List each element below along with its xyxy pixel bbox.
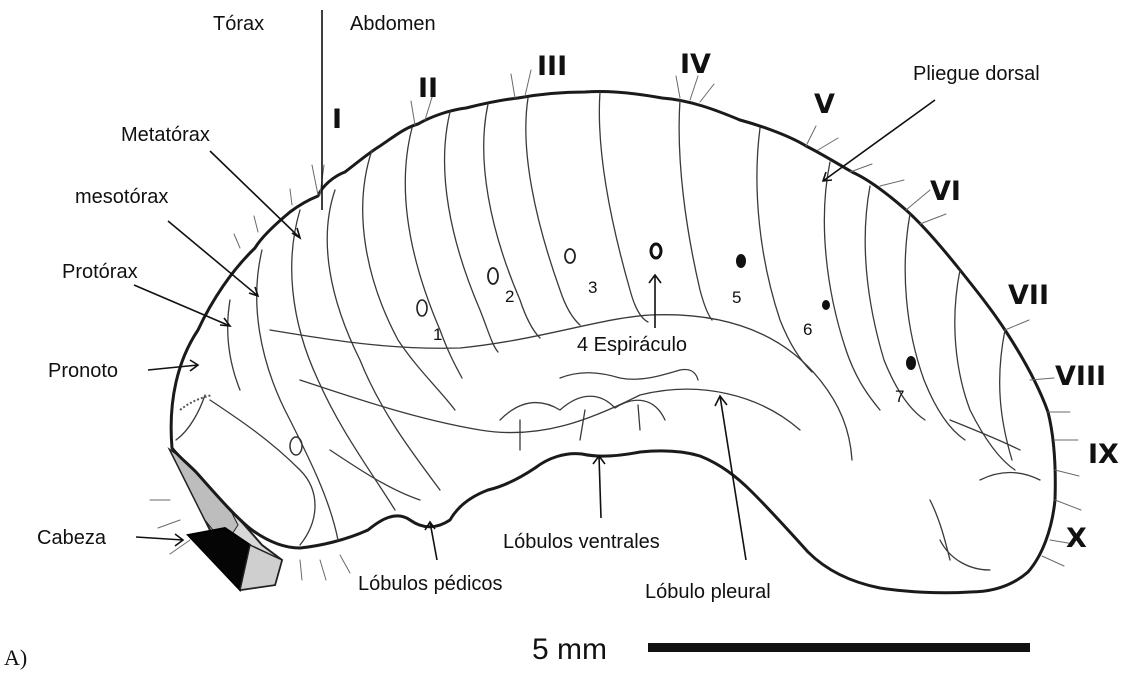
- segment-V: V: [814, 89, 835, 120]
- scale-bar: 5 mm: [532, 633, 1030, 666]
- label-lobulos-pedicos: Lóbulos pédicos: [358, 573, 503, 595]
- segment-VI: VI: [930, 176, 961, 207]
- spiracle-number-6: 6: [803, 320, 812, 339]
- segment-VIII: VIII: [1055, 361, 1106, 392]
- spiracle-number-1: 1: [433, 325, 442, 344]
- segment-II: II: [418, 73, 438, 104]
- segment-IX: IX: [1088, 439, 1119, 470]
- label-cabeza: Cabeza: [37, 527, 107, 549]
- spiracle-4: [651, 244, 661, 258]
- label-protorax: Protórax: [62, 261, 138, 283]
- spiracle-number-3: 3: [588, 278, 597, 297]
- label-torax: Tórax: [213, 13, 264, 35]
- spiracle-1: [417, 300, 427, 316]
- label-metatorax: Metatórax: [121, 124, 210, 146]
- spiracle-3: [565, 249, 575, 263]
- spiracle-7: [906, 356, 916, 370]
- label-lobulo-pleural: Lóbulo pleural: [645, 581, 771, 603]
- label-pliegue-dorsal: Pliegue dorsal: [913, 63, 1040, 85]
- label-lobulos-ventrales: Lóbulos ventrales: [503, 531, 660, 553]
- label-abdomen: Abdomen: [350, 13, 436, 35]
- spiracle-2: [488, 268, 498, 284]
- spiracle-number-7: 7: [895, 387, 904, 406]
- segment-III: III: [537, 51, 567, 82]
- label-mesotorax: mesotórax: [75, 186, 168, 208]
- scale-bar-label: 5 mm: [532, 633, 607, 666]
- segment-X: X: [1066, 523, 1087, 554]
- segment-VII: VII: [1008, 280, 1049, 311]
- spiracle-5: [736, 254, 746, 268]
- segment-I: I: [332, 104, 342, 135]
- spiracle-number-5: 5: [732, 288, 741, 307]
- spiracle-6: [822, 300, 830, 310]
- spiracle-number-2: 2: [505, 287, 514, 306]
- label-espiraculo: 4 Espiráculo: [577, 334, 687, 356]
- segment-IV: IV: [680, 49, 711, 80]
- panel-label: A): [4, 645, 27, 670]
- label-pronoto: Pronoto: [48, 360, 118, 382]
- scale-bar-line: [648, 643, 1030, 652]
